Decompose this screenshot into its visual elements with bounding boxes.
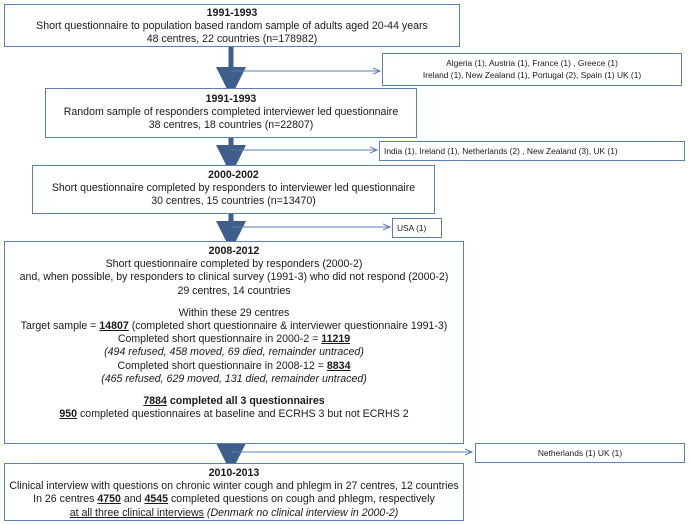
- stage-description: Short questionnaire completed by respond…: [105, 258, 363, 271]
- clinical-interview-note: at all three clinical interviews (Denmar…: [69, 506, 399, 519]
- count-all-three: 7884: [143, 395, 167, 408]
- excluded-centres-1: Algeria (1), Austria (1), France (1) , G…: [382, 53, 682, 86]
- stage-year: 1991-1993: [206, 7, 258, 19]
- excluded-list: Algeria (1), Austria (1), France (1) , G…: [446, 58, 618, 68]
- excluded-list: Ireland (1), New Zealand (1), Portugal (…: [422, 70, 642, 80]
- stage-description: Short questionnaire completed by respond…: [51, 182, 416, 195]
- cough-phlegm-counts: In 26 centres 4750 and 4545 completed qu…: [33, 493, 435, 506]
- count-cough: 4750: [97, 493, 121, 506]
- stage-description: Short questionnaire to population based …: [36, 20, 428, 33]
- stage-2000-follow-up: 2000-2002 Short questionnaire completed …: [32, 165, 435, 214]
- stage-description: and, when possible, by responders to cli…: [19, 271, 449, 284]
- excluded-centres-3: USA (1): [392, 218, 442, 238]
- completed-all-three: 7884 completed all 3 questionnaires: [143, 395, 325, 408]
- completed-2000: Completed short questionnaire in 2000-2 …: [117, 333, 351, 346]
- excluded-centres-2: India (1), Ireland (1), Netherlands (2) …: [379, 141, 685, 161]
- stage-sample: 48 centres, 22 countries (n=178982): [146, 33, 318, 46]
- stage-sample: 30 centres, 15 countries (n=13470): [151, 195, 316, 208]
- stage-sample: 29 centres, 14 countries: [177, 284, 291, 297]
- excluded-list: India (1), Ireland (1), Netherlands (2) …: [384, 146, 618, 156]
- stage-year: 2008-2012: [208, 245, 260, 257]
- stage-2008-follow-up: 2008-2012 Short questionnaire completed …: [4, 241, 464, 444]
- stage-1991-screening: 1991-1993 Short questionnaire to populat…: [4, 4, 460, 47]
- stage-year: 2000-2002: [208, 169, 259, 181]
- stage-2010-clinical: 2010-2013 Clinical interview with questi…: [4, 463, 464, 521]
- excluded-list: Netherlands (1) UK (1): [537, 448, 623, 458]
- count-phlegm: 4545: [144, 493, 169, 506]
- completed-baseline-ecrhs3: 950 completed questionnaires at baseline…: [59, 408, 409, 421]
- stage-description: Random sample of responders completed in…: [63, 106, 399, 119]
- stage-sample: 38 centres, 18 countries (n=22807): [148, 119, 314, 132]
- count-2008: 8834: [326, 359, 351, 372]
- stage-1991-interview: 1991-1993 Random sample of responders co…: [45, 88, 417, 138]
- loss-note-2000: (494 refused, 458 moved, 69 died, remain…: [104, 346, 364, 359]
- stage-description: Clinical interview with questions on chr…: [9, 480, 459, 493]
- excluded-list: USA (1): [397, 223, 427, 233]
- target-sample: Target sample = 14807 (completed short q…: [20, 320, 448, 333]
- stage-year: 1991-1993: [205, 93, 257, 105]
- subsection-heading: Within these 29 centres: [178, 306, 290, 319]
- count-baseline-ecrhs3: 950: [59, 408, 78, 421]
- stage-year: 2010-2013: [208, 467, 260, 479]
- count-2000: 11219: [321, 333, 351, 346]
- target-count: 14807: [99, 320, 129, 333]
- excluded-centres-4: Netherlands (1) UK (1): [475, 443, 685, 463]
- loss-note-2008: (465 refused, 629 moved, 131 died, remai…: [101, 372, 367, 385]
- completed-2008: Completed short questionnaire in 2008-12…: [117, 359, 351, 372]
